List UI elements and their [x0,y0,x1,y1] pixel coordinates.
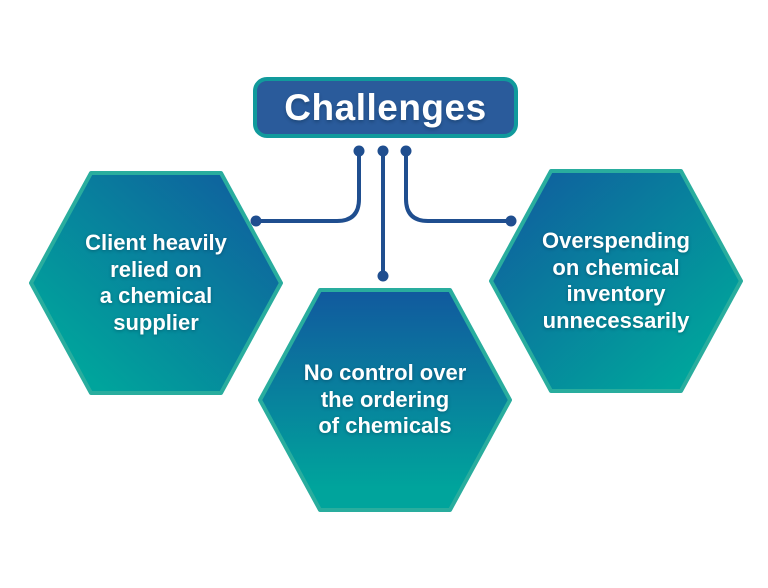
hex-text-line: of chemicals [318,413,452,439]
connector-left-start-dot [353,145,365,157]
hexagon-right-label: Overspending on chemical inventory unnec… [489,169,743,393]
hex-text-line: No control over [303,360,467,386]
hexagon-ordering-control: No control over the ordering of chemical… [258,288,512,512]
connector-right-start-dot [400,145,412,157]
connector-middle-end-dot [377,270,389,282]
hexagon-right-shape [489,169,743,393]
hex-text-line: on chemical [552,254,680,280]
connector-middle [377,145,389,282]
hex-text-line: supplier [113,309,199,335]
hexagon-middle-label: No control over the ordering of chemical… [258,288,512,512]
hexagon-overspending: Overspending on chemical inventory unnec… [489,169,743,393]
hex-text-line: Client heavily [85,230,227,255]
hex-text-line: Overspending [542,228,690,253]
hexagon-right-polygon [489,169,743,393]
hexagon-middle-shape [258,288,512,512]
hexagon-middle-polygon [258,288,512,512]
hex-text-line: a chemical [99,283,213,308]
hexagon-left-polygon [29,171,283,395]
hex-text-line: the ordering [320,386,450,412]
hex-text-line: relied on [110,256,202,282]
connector-middle-start-dot [377,145,389,157]
hexagon-left-shape [29,171,283,395]
hexagon-left-label: Client heavily relied on a chemical supp… [29,171,283,395]
title-text: Challenges [284,86,487,128]
hexagon-supplier-reliance: Client heavily relied on a chemical supp… [29,171,283,395]
hex-text-line: unnecessarily [542,307,690,333]
hex-text-line: inventory [566,281,666,306]
title-box: Challenges [253,77,518,138]
